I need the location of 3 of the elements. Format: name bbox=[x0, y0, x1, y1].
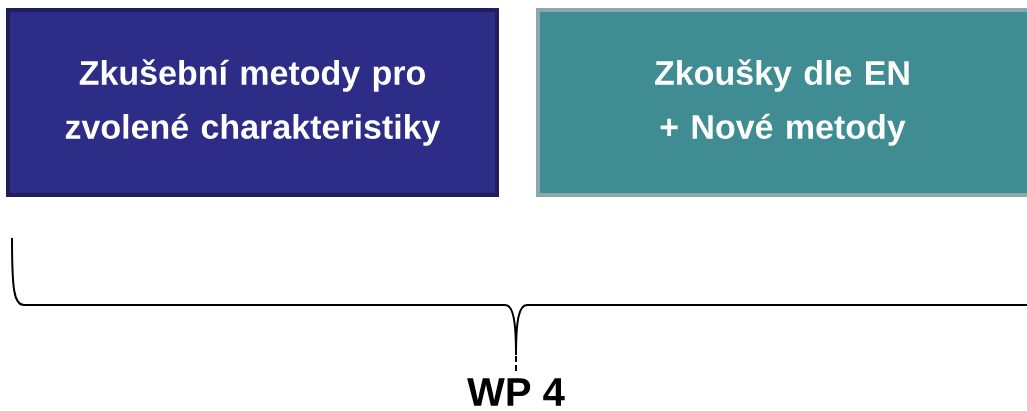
text-box: Zkoušky dle EN + Nové metody bbox=[536, 8, 1027, 197]
text-box: Zkušební metody pro zvolené charakteristiky bbox=[6, 8, 499, 197]
bracket-label: WP 4 bbox=[467, 378, 565, 406]
